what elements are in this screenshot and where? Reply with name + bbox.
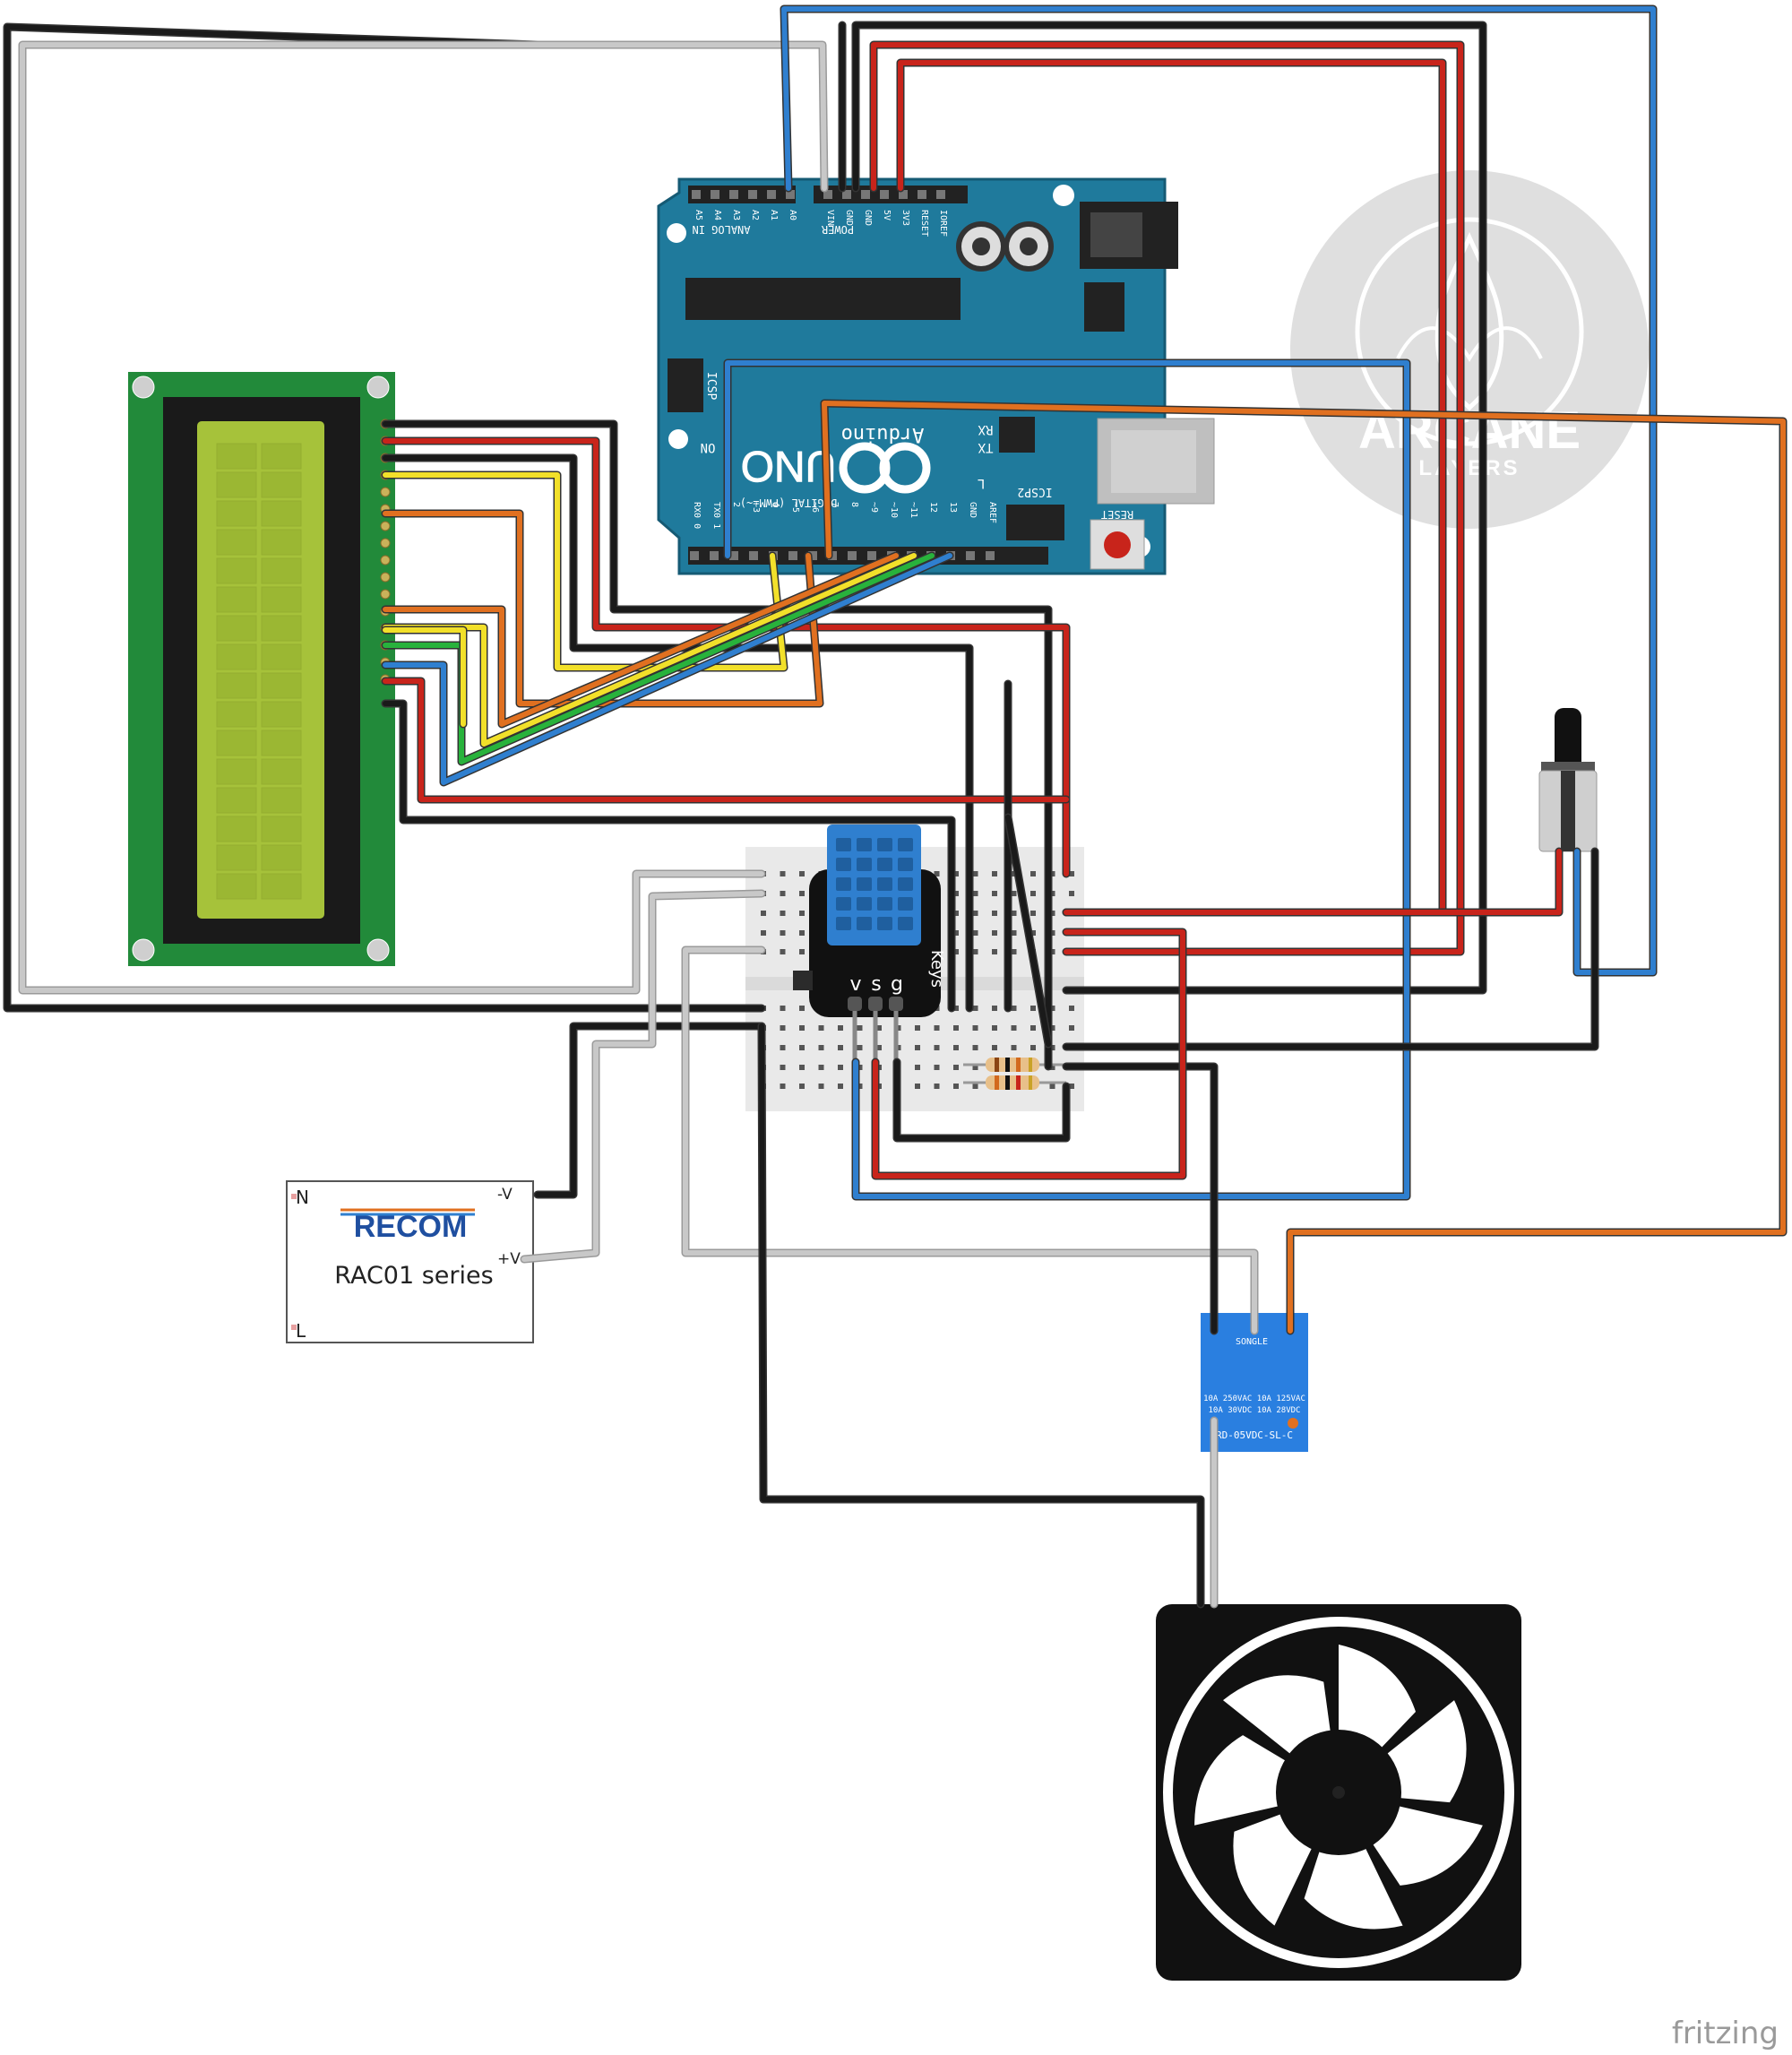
fritzing-credit: fritzing xyxy=(1672,2016,1779,2051)
recom-power-module: RECOM RAC01 series N L -V +V xyxy=(286,1180,534,1343)
wire-10 xyxy=(383,438,1069,876)
arduino-model-text: UNO xyxy=(741,442,837,489)
pin-label: AREF xyxy=(987,502,997,523)
pin-label: 8 xyxy=(849,502,859,507)
dht-vent-grid xyxy=(836,838,913,930)
arduino-digital-label: DIGITAL (PWM=~) xyxy=(740,496,837,509)
potentiometer[interactable] xyxy=(1538,708,1598,852)
pin-label: 3V3 xyxy=(900,210,910,226)
power-module-pin-n: N xyxy=(296,1187,309,1208)
wire-32 xyxy=(1005,815,1051,1047)
wiring xyxy=(3,4,1788,1609)
arduino-on-label: ON xyxy=(701,440,716,454)
pin-label: 5V xyxy=(882,210,892,220)
pin-label: 4 xyxy=(771,502,780,507)
pin-label: A4 xyxy=(712,210,722,220)
sensor-pin-s: s xyxy=(871,973,881,996)
wire-outline-24 xyxy=(757,1022,1205,1609)
arduino-icsp-label: ICSP xyxy=(704,372,718,400)
pin-label: IOREF xyxy=(938,210,948,237)
analog-pin-labels: A5 A4 A3 A2 A1 A0 xyxy=(692,190,797,220)
pin-label: 7 xyxy=(830,502,840,507)
wire-0 xyxy=(4,24,764,1011)
pin-label: ~11 xyxy=(909,502,918,518)
arduino-rx-label: RX xyxy=(978,422,993,436)
relay-model: RD-05VDC-SL-C xyxy=(1216,1429,1293,1441)
arduino-l-label: L xyxy=(978,476,985,490)
wire-28 xyxy=(1064,849,1598,1049)
wire-17 xyxy=(383,553,952,785)
pin-label: ~10 xyxy=(889,502,899,518)
relay-rating-2: 10A 30VDC 10A 28VDC xyxy=(1209,1406,1301,1415)
pin-label: RX0 0 xyxy=(692,502,702,529)
power-pin-labels: VIN GND GND 5V 3V3 RESET IOREF xyxy=(823,190,948,237)
pin-label: RESET xyxy=(919,210,929,237)
resistor-2 xyxy=(963,1075,1066,1090)
wire-27 xyxy=(1064,849,1562,915)
arduino-power-label: POWER xyxy=(821,223,854,236)
wire-2 xyxy=(781,6,1656,975)
wire-23 xyxy=(683,947,1257,1334)
songle-relay-module[interactable]: SONGLE 10A 250VAC 10A 125VAC 10A 30VDC 1… xyxy=(1201,1313,1308,1452)
wire-29 xyxy=(873,929,1185,1179)
lcd-character-cells xyxy=(216,443,302,900)
arduino-tx-label: TX xyxy=(978,440,993,454)
wire-11 xyxy=(383,455,972,1011)
power-module-pin-minus: -V xyxy=(497,1186,513,1204)
arduino-analog-label: ANALOG IN xyxy=(692,223,750,236)
pin-label: GND xyxy=(863,210,873,226)
watermark-line2: LAYERS xyxy=(1418,456,1520,480)
relay-rating-1: 10A 250VAC 10A 125VAC xyxy=(1203,1394,1305,1403)
arduino-icsp2-label: ICSP2 xyxy=(1017,485,1052,498)
pin-label: TX0 1 xyxy=(711,502,721,529)
pin-label: ~6 xyxy=(810,502,820,513)
pin-label: VIN xyxy=(825,210,835,226)
power-module-series: RAC01 series xyxy=(334,1262,493,1290)
relay-brand-text: SONGLE xyxy=(1236,1337,1268,1347)
wire-24 xyxy=(759,1023,1203,1607)
sensor-pin-g: g xyxy=(891,973,903,996)
power-module-logo: RECOM xyxy=(354,1210,468,1244)
pin-label: GND xyxy=(968,502,978,518)
wire-9 xyxy=(383,421,1051,1069)
power-module-pin-l: L xyxy=(296,1320,306,1342)
pin-label: A0 xyxy=(788,210,797,220)
pin-label: A2 xyxy=(750,210,760,220)
wire-18 xyxy=(383,627,466,727)
pin-label: ~9 xyxy=(869,502,879,513)
pin-label: A3 xyxy=(731,210,741,220)
pin-label: ~3 xyxy=(751,502,761,513)
watermark: ARCANE LAYERS xyxy=(1290,170,1649,529)
pin-label: GND xyxy=(844,210,854,226)
wire-19 xyxy=(383,678,1069,802)
pin-label: ~5 xyxy=(790,502,800,513)
wire-20 xyxy=(383,701,954,1011)
wire-7 xyxy=(725,360,1409,1199)
sensor-brand-text: Keys xyxy=(927,950,946,988)
cooling-fan xyxy=(1156,1604,1521,1981)
power-module-pin-plus: +V xyxy=(497,1250,521,1268)
arduino-uno-board[interactable]: Arduino UNO ON L TX RX ICSP ICSP2 RESET … xyxy=(657,177,1215,575)
wire-4 xyxy=(871,42,1463,954)
pin-label: 2 xyxy=(731,502,741,507)
wire-21 xyxy=(535,1023,764,1197)
lcd-display-16x2[interactable] xyxy=(128,372,395,966)
arduino-brand-text: Arduino xyxy=(841,423,925,445)
pin-label: 12 xyxy=(928,502,938,513)
pin-label: 13 xyxy=(948,502,958,513)
wire-1 xyxy=(20,42,827,993)
pin-label: A5 xyxy=(694,210,703,220)
sensor-pin-v: v xyxy=(849,973,861,996)
dht-sensor-module[interactable]: Keys v s g xyxy=(793,825,946,1062)
wire-30 xyxy=(894,1059,1069,1141)
arduino-reset-label: RESET xyxy=(1101,508,1133,521)
wire-22 xyxy=(521,891,764,1262)
wire-14 xyxy=(383,553,899,727)
wire-13 xyxy=(383,511,823,706)
wire-3 xyxy=(853,22,1486,993)
wire-25 xyxy=(1064,1064,1217,1334)
pin-label: A1 xyxy=(769,210,779,220)
wire-8 xyxy=(822,401,1786,1334)
